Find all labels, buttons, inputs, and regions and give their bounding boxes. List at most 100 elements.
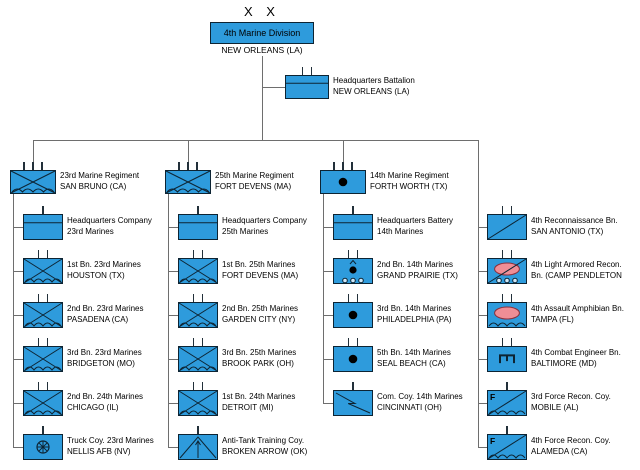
connector-line — [168, 271, 178, 272]
division-location: NEW ORLEANS (LA) — [221, 45, 303, 55]
unit-label: Headquarters Battery 14th Marines — [377, 215, 453, 237]
infantry-amphibious-icon — [23, 302, 63, 328]
amphibious-armor-icon — [487, 302, 527, 328]
artillery-icon — [320, 170, 366, 194]
truck-icon — [23, 434, 63, 460]
unit-location: 23rd Marines — [67, 227, 114, 236]
unit-location: NELLIS AFB (NV) — [67, 447, 131, 456]
unit-location: GRAND PRAIRIE (TX) — [377, 271, 458, 280]
unit-location: 14th Marines — [377, 227, 424, 236]
echelon-ticks — [23, 425, 63, 435]
unit-name: Headquarters Battery — [377, 216, 454, 225]
echelon-ticks — [320, 161, 366, 171]
unit-name: Headquarters Company — [222, 216, 307, 225]
unit-label: Anti-Tank Training Coy.BROKEN ARROW (OK) — [222, 435, 307, 457]
unit-name: Com. Coy. 14th Marines — [377, 392, 463, 401]
connector-line — [323, 194, 324, 403]
echelon-ticks — [10, 161, 56, 171]
echelon-ticks — [333, 381, 373, 391]
unit-name: 25th Marine Regiment — [215, 171, 294, 180]
echelon-ticks — [178, 425, 218, 435]
unit-label: 4th Light Armored Recon.Bn. (CAMP PENDLE… — [531, 259, 622, 281]
connector-line — [478, 359, 487, 360]
echelon-ticks — [23, 293, 63, 303]
connector-line — [13, 359, 23, 360]
echelon-ticks — [487, 425, 527, 435]
connector-line — [33, 140, 34, 170]
echelon-ticks — [178, 293, 218, 303]
unit-label: 4th Reconnaissance Bn.SAN ANTONIO (TX) — [531, 215, 618, 237]
force-recon-icon: F — [487, 434, 527, 460]
connector-line — [13, 227, 23, 228]
unit-location: 25th Marines — [222, 227, 269, 236]
hq-icon — [178, 214, 218, 240]
unit-location: DETROIT (MI) — [222, 403, 274, 412]
unit-location: SAN BRUNO (CA) — [60, 182, 127, 191]
connector-line — [168, 359, 178, 360]
unit-name: 4th Assault Amphibian Bn. — [531, 304, 624, 313]
connector-line — [168, 403, 178, 404]
unit-location: MOBILE (AL) — [531, 403, 579, 412]
connector-line — [323, 315, 333, 316]
connector-line — [478, 227, 487, 228]
unit-location: NEW ORLEANS (LA) — [333, 87, 410, 96]
unit-name: 1st Bn. 23rd Marines — [67, 260, 141, 269]
unit-name: Anti-Tank Training Coy. — [222, 436, 305, 445]
echelon-ticks — [487, 337, 527, 347]
connector-line — [323, 359, 333, 360]
infantry-amphibious-icon — [23, 258, 63, 284]
unit-name: 2nd Bn. 25th Marines — [222, 304, 299, 313]
echelon-ticks — [487, 293, 527, 303]
connector-line — [478, 140, 479, 447]
echelon-ticks — [487, 205, 527, 215]
echelon-ticks — [165, 161, 211, 171]
unit-location: FORT DEVENS (MA) — [215, 182, 292, 191]
unit-location: PHILADELPHIA (PA) — [377, 315, 452, 324]
unit-location: Bn. (CAMP PENDLETON — [531, 271, 622, 280]
connector-line — [188, 140, 189, 170]
connector-line — [168, 194, 169, 447]
unit-location: SAN ANTONIO (TX) — [531, 227, 604, 236]
unit-name: 2nd Bn. 14th Marines — [377, 260, 454, 269]
connector-line — [323, 227, 333, 228]
unit-name: 2nd Bn. 24th Marines — [67, 392, 144, 401]
unit-label: Headquarters Company 25th Marines — [222, 215, 307, 237]
unit-name: 14th Marine Regiment — [370, 171, 449, 180]
division-echelon-label: X X — [244, 4, 280, 19]
echelon-ticks — [23, 249, 63, 259]
echelon-ticks — [23, 337, 63, 347]
recon-icon — [487, 214, 527, 240]
unit-location: TAMPA (FL) — [531, 315, 574, 324]
force-recon-icon: F — [487, 390, 527, 416]
unit-name: 23rd Marine Regiment — [60, 171, 140, 180]
signal-icon — [333, 390, 373, 416]
echelon-ticks — [333, 249, 373, 259]
unit-name: Headquarters Battalion — [333, 76, 415, 85]
top-distribution-line — [33, 140, 479, 141]
echelon-ticks — [333, 337, 373, 347]
artillery-towed-icon — [333, 258, 373, 284]
infantry-amphibious-icon — [178, 390, 218, 416]
connector-line — [262, 87, 285, 88]
engineer-icon — [487, 346, 527, 372]
infantry-amphibious-icon — [10, 170, 56, 194]
infantry-amphibious-icon — [165, 170, 211, 194]
unit-name: 4th Force Recon. Coy. — [531, 436, 611, 445]
connector-line — [478, 271, 487, 272]
connector-line — [13, 403, 23, 404]
echelon-ticks — [23, 205, 63, 215]
unit-location: SEAL BEACH (CA) — [377, 359, 446, 368]
infantry-amphibious-icon — [23, 390, 63, 416]
